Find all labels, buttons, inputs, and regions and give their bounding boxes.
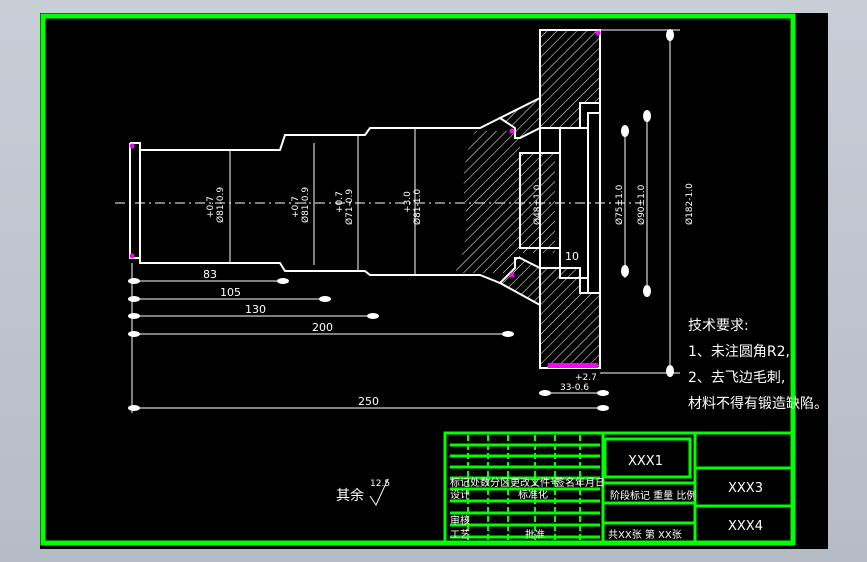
- marker-dot: [595, 30, 601, 36]
- arrow-head: [621, 125, 629, 137]
- roughness-value: 12.5: [370, 479, 390, 489]
- marker-dot: [509, 272, 515, 278]
- drawing-viewport[interactable]: Ø81-0.9 +0.7 Ø81-0.9 +0.7 Ø71-0.9 +0.7 Ø…: [40, 13, 828, 549]
- tol-text-flange: +2.7: [575, 373, 597, 383]
- tech-req-title: 技术要求:: [688, 318, 749, 334]
- tb-process: 工艺: [450, 529, 470, 541]
- drawing-border: [40, 13, 796, 546]
- dim-text-90: Ø90±1.0: [636, 184, 647, 225]
- tol-text-1: +0.7: [206, 196, 216, 218]
- flange-hatch-top: [498, 29, 601, 139]
- dim-text-105: 105: [220, 286, 241, 299]
- tb-row-label-4: 签名: [555, 476, 575, 489]
- shaft-outline-bottom: [129, 143, 501, 284]
- arrow-head: [643, 285, 651, 297]
- arrow-head: [666, 29, 674, 41]
- tol-text-2: +0.7: [291, 196, 301, 218]
- marker-dot: [509, 128, 515, 134]
- flange-hatch-bottom: [498, 257, 601, 369]
- tb-row-label-1: 标记处数: [450, 476, 490, 489]
- surface-note: 其余: [336, 487, 364, 504]
- title-block: [443, 431, 795, 545]
- tol-text-3: +0.7: [335, 191, 345, 213]
- dim-text-75: Ø75±1.0: [614, 184, 625, 225]
- dim-text-4: Ø81-1.0: [412, 189, 423, 225]
- dim-text-250: 250: [358, 395, 379, 408]
- cad-drawing: Ø81-0.9 +0.7 Ø81-0.9 +0.7 Ø71-0.9 +0.7 Ø…: [40, 13, 828, 546]
- dim-text-flange-width: 33-0.6: [560, 383, 589, 393]
- roughness-symbol: [369, 478, 389, 507]
- title-box-3: XXX3: [728, 481, 763, 496]
- tech-req-item-2: 2、去飞边毛刺,: [688, 370, 785, 386]
- shaft-outline-top: [130, 117, 501, 151]
- tb-row-label-3: 更改文件号: [510, 476, 560, 489]
- tb-standardize: 标准化: [518, 488, 548, 501]
- tb-stage-labels: 阶段标记 重量 比例: [610, 489, 696, 502]
- dim-text-3: Ø71-0.9: [344, 189, 355, 225]
- tb-row-label-5: 年月日: [575, 476, 605, 489]
- dim-text-130: 130: [245, 303, 266, 316]
- title-name-box: XXX1: [628, 454, 663, 469]
- arrow-head: [643, 110, 651, 122]
- tb-approve: 批准: [525, 528, 545, 541]
- marker-dot: [129, 253, 135, 259]
- dim-text-83: 83: [203, 268, 217, 281]
- title-box-4: XXX4: [728, 519, 763, 534]
- dim-text-10: 10: [565, 250, 579, 263]
- tech-req-item-1: 1、未注圆角R2,: [688, 344, 790, 360]
- arrow-head: [621, 265, 629, 277]
- dim-text-200: 200: [312, 321, 333, 334]
- dim-text-1: Ø81-0.9: [215, 187, 226, 223]
- tb-sheet-info: 共XX张 第 XX张: [608, 528, 682, 541]
- dim-text-48: Ø48±1.0: [532, 184, 543, 225]
- marker-dot: [129, 143, 135, 149]
- horizontal-dimensions: [128, 263, 609, 413]
- tb-check: 审核: [450, 514, 470, 527]
- dim-text-182: Ø182-1.0: [684, 183, 695, 225]
- tb-row-label-2: 分区: [490, 477, 510, 489]
- arrow-head: [666, 365, 674, 377]
- tol-text-4: +3.0: [403, 191, 413, 213]
- hub-hatch: [455, 131, 555, 273]
- tech-req-item-3: 材料不得有锻造缺陷。: [688, 395, 828, 412]
- dim-text-2: Ø81-0.9: [300, 187, 311, 223]
- marker-bar: [548, 363, 598, 368]
- tb-design: 设计: [450, 488, 470, 501]
